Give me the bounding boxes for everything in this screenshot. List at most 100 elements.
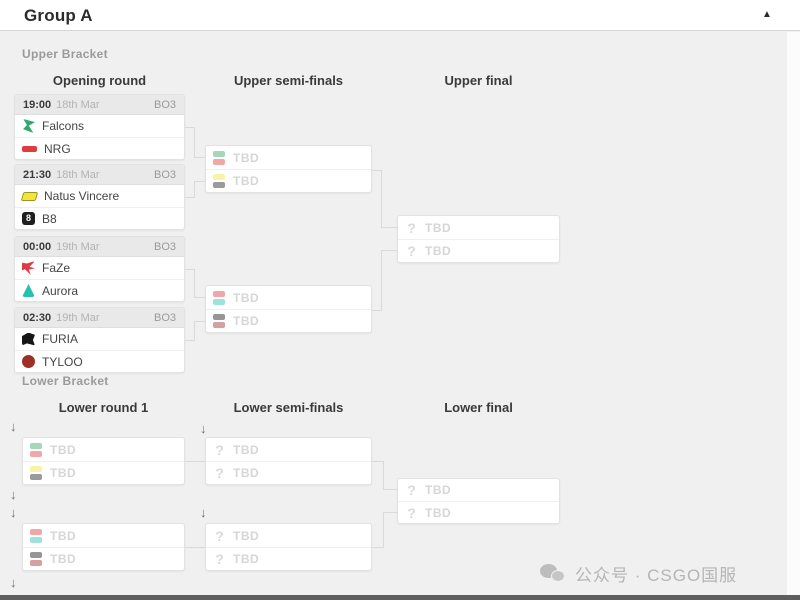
nrg-mini-logo-icon — [213, 158, 225, 165]
connector-line — [185, 127, 194, 128]
chat-bubble-icon — [551, 569, 565, 582]
column-header-upper-final: Upper final — [444, 73, 513, 88]
lower-final-card[interactable]: ? TBD ? TBD — [397, 478, 560, 524]
unknown-team-icon: ? — [407, 504, 416, 521]
connector-line — [194, 157, 205, 158]
tbd-team-row: TBD — [23, 461, 184, 484]
collapse-icon[interactable]: ▲ — [762, 9, 772, 20]
connector-line — [194, 181, 205, 182]
match-date: 18th Mar — [56, 98, 100, 111]
unknown-team-icon: ? — [215, 441, 224, 458]
match-card-faze-aurora[interactable]: 00:00 19th Mar BO3 FaZe Aurora — [14, 236, 185, 302]
match-card-navi-b8[interactable]: 21:30 18th Mar BO3 Natus Vincere 8 B8 — [14, 164, 185, 230]
tbd-label: TBD — [233, 290, 260, 305]
connector-line — [383, 512, 397, 513]
match-header: 19:00 18th Mar BO3 — [15, 95, 184, 115]
lower-bracket-label: Lower Bracket — [22, 374, 109, 388]
furia-logo-icon — [22, 332, 35, 346]
tbd-label: TBD — [233, 552, 260, 566]
column-header-opening-round: Opening round — [52, 73, 147, 88]
nrg-mini-logo-icon — [30, 450, 42, 457]
navi-logo-icon — [20, 191, 39, 201]
navi-mini-logo-icon — [30, 466, 42, 472]
tbd-label: TBD — [50, 442, 77, 457]
upper-bracket-label: Upper Bracket — [22, 47, 108, 61]
team-row-faze: FaZe — [15, 257, 184, 279]
connector-line — [185, 269, 194, 270]
tbd-team-row: ? TBD — [398, 216, 559, 239]
falcons-mini-logo-icon — [30, 442, 42, 449]
column-header-lower-round-1: Lower round 1 — [58, 400, 149, 415]
tbd-team-row: TBD — [206, 309, 371, 332]
furia-mini-logo-icon — [213, 314, 225, 320]
connector-line — [383, 489, 397, 490]
connector-line — [381, 227, 397, 228]
team-row-navi: Natus Vincere — [15, 185, 184, 207]
scrollbar-track[interactable] — [787, 32, 800, 595]
tbd-team-row: ? TBD — [206, 524, 371, 547]
tbd-team-row: TBD — [206, 286, 371, 309]
tbd-team-row: TBD — [206, 146, 371, 169]
drop-down-arrow-icon: ↓ — [200, 421, 207, 436]
unknown-team-icon: ? — [215, 551, 224, 567]
tbd-label: TBD — [425, 220, 452, 235]
connector-line — [381, 250, 397, 251]
possible-teams-icons — [30, 552, 43, 566]
tbd-team-row: ? TBD — [206, 438, 371, 461]
column-header-lower-final: Lower final — [444, 400, 513, 415]
team-row-nrg: NRG — [15, 137, 184, 159]
upper-semi-final-card-1[interactable]: TBD TBD — [205, 145, 372, 193]
match-date: 18th Mar — [56, 168, 100, 181]
connector-line — [185, 197, 194, 198]
connector-line — [383, 512, 384, 548]
team-name: B8 — [42, 211, 57, 226]
lower-semi-final-card-1[interactable]: ? TBD ? TBD — [205, 437, 372, 485]
tbd-label: TBD — [233, 314, 260, 328]
drop-down-arrow-icon: ↓ — [10, 575, 17, 590]
tbd-label: TBD — [50, 528, 77, 543]
furia-mini-logo-icon — [30, 552, 42, 558]
drop-down-arrow-icon: ↓ — [10, 419, 17, 434]
tbd-label: TBD — [233, 442, 260, 457]
aurora-mini-logo-icon — [30, 536, 42, 543]
unknown-team-icon: ? — [407, 482, 416, 498]
upper-final-card[interactable]: ? TBD ? TBD — [397, 215, 560, 263]
tbd-team-row: TBD — [23, 524, 184, 547]
drop-down-arrow-icon: ↓ — [10, 505, 17, 520]
match-header: 21:30 18th Mar BO3 — [15, 165, 184, 185]
tbd-team-row: ? TBD — [398, 239, 559, 262]
match-card-falcons-nrg[interactable]: 19:00 18th Mar BO3 Falcons NRG — [14, 94, 185, 160]
possible-teams-icons — [213, 290, 226, 305]
connector-line — [381, 170, 382, 228]
watermark: 公众号 · CSGO国服 — [540, 561, 737, 586]
tbd-label: TBD — [50, 466, 77, 480]
tbd-team-row: TBD — [23, 438, 184, 461]
connector-line — [185, 340, 194, 341]
lower-round1-card-2[interactable]: TBD TBD — [22, 523, 185, 571]
group-header-bar: Group A ▲ — [0, 0, 800, 31]
match-format: BO3 — [153, 98, 176, 111]
match-time: 02:30 — [23, 311, 52, 324]
possible-teams-icons — [30, 466, 43, 480]
tbd-label: TBD — [233, 528, 260, 543]
connector-line — [372, 547, 383, 548]
lower-round1-card-1[interactable]: TBD TBD — [22, 437, 185, 485]
tbd-label: TBD — [233, 150, 260, 165]
match-format: BO3 — [153, 311, 176, 324]
tbd-team-row: ? TBD — [206, 461, 371, 484]
lower-semi-final-card-2[interactable]: ? TBD ? TBD — [205, 523, 372, 571]
team-name: Aurora — [42, 283, 79, 298]
group-title: Group A — [24, 6, 93, 25]
match-header: 02:30 19th Mar BO3 — [15, 308, 184, 328]
possible-teams-icons — [30, 442, 43, 457]
match-card-furia-tyloo[interactable]: 02:30 19th Mar BO3 FURIA TYLOO — [14, 307, 185, 373]
connector-line — [185, 461, 205, 462]
possible-teams-icons — [30, 528, 43, 543]
connector-line — [185, 547, 205, 548]
unknown-team-icon: ? — [407, 219, 416, 236]
connector-line — [194, 181, 195, 198]
upper-semi-final-card-2[interactable]: TBD TBD — [205, 285, 372, 333]
tbd-label: TBD — [233, 174, 260, 188]
tbd-team-row: ? TBD — [206, 547, 371, 570]
faze-logo-icon — [22, 261, 35, 275]
